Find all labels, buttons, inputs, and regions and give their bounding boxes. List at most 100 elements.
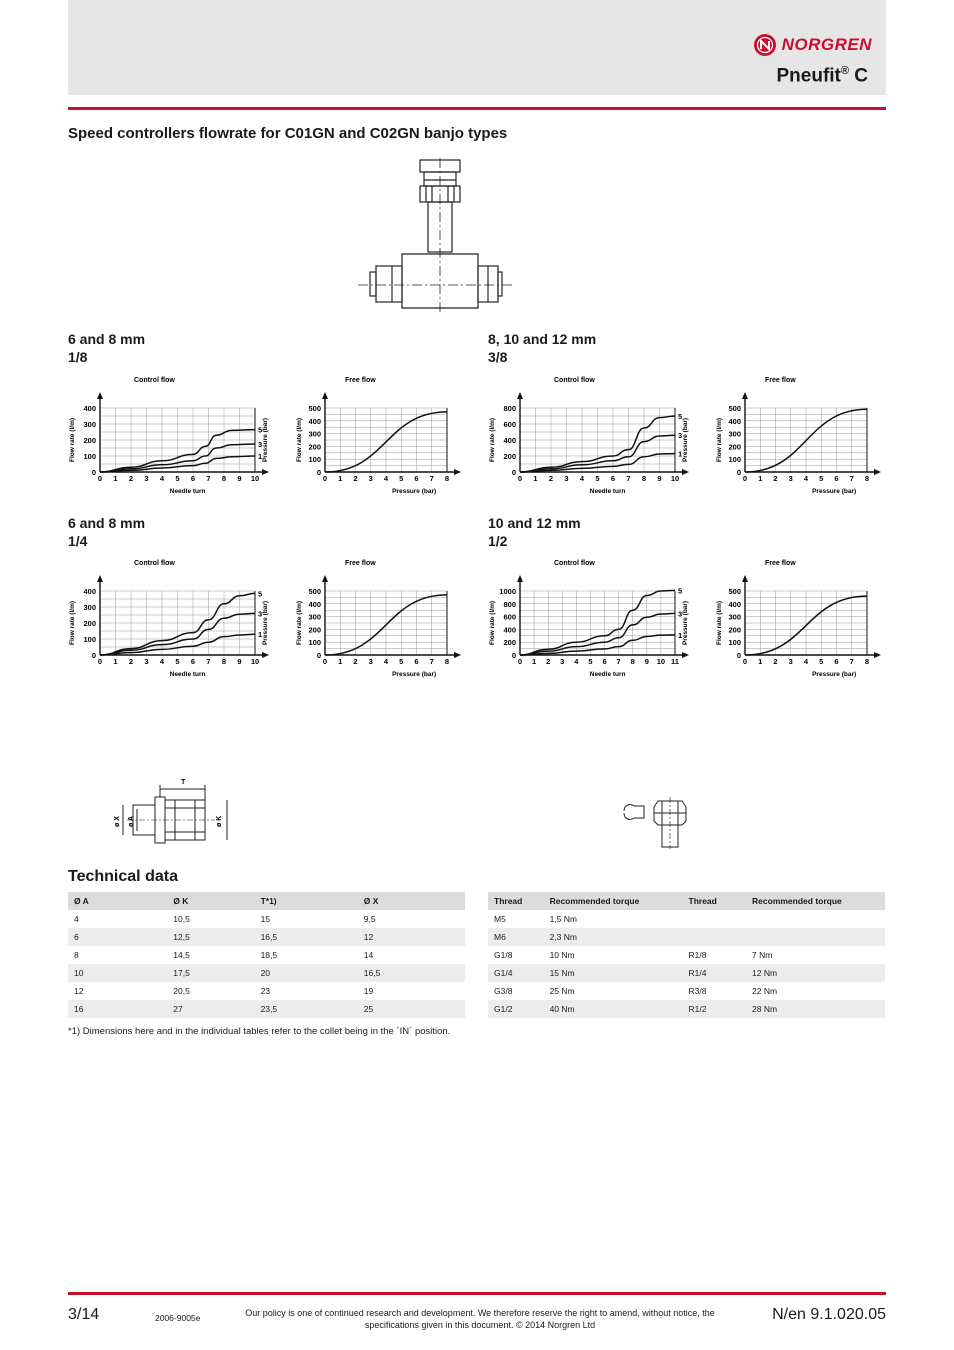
y-tick-label: 400 [308,600,321,609]
y-tick-label: 100 [728,455,741,464]
col-header-torque-g: Recommended torque [543,892,683,910]
table-cell: 12 Nm [746,964,885,982]
x-tick-label: 0 [98,657,102,666]
series-pressure-label: 5 [258,426,262,435]
y-tick-label: 400 [83,404,96,413]
table-cell: 40 Nm [543,1000,683,1018]
table-cell: 15 Nm [543,964,683,982]
table-cell: 23,5 [254,1000,358,1018]
chart-title: Control flow [554,560,595,567]
y-tick-label: 200 [503,452,516,461]
x-tick-label: 7 [430,474,434,483]
series-pressure-label: 3 [678,431,682,440]
table-cell: 14 [363,950,374,960]
y-tick-label: 100 [308,638,321,647]
x-tick-label: 3 [144,657,148,666]
x-tick-label: 1 [113,474,117,483]
x-tick-label: 6 [602,657,606,666]
table-cell: G1/8 [494,950,513,960]
x-axis-arrow [682,469,689,475]
table-cell [746,928,885,946]
series-line [324,411,448,473]
x-tick-label: 10 [251,474,259,483]
table-cell: M5 [494,914,506,924]
series-line [519,415,676,473]
x-tick-label: 1 [758,657,762,666]
pressure-axis-label: Pressure (bar) [682,601,689,645]
series-pressure-label: 3 [678,609,682,618]
y-tick-label: 300 [728,430,741,439]
table-cell: 4 [74,914,79,924]
table-cell: 16,5 [254,928,358,946]
y-axis-label: Flow rate (l/m) [69,418,76,462]
x-tick-label: 2 [773,474,777,483]
table-cell: 25 [357,1000,465,1018]
x-tick-label: 2 [129,657,133,666]
table-cell: R1/2 [682,1000,747,1018]
x-tick-label: 5 [819,657,823,666]
x-tick-label: 1 [533,474,537,483]
x-tick-label: 3 [144,474,148,483]
x-tick-label: 6 [834,657,838,666]
x-axis-label: Pressure (bar) [812,488,856,495]
table-cell: G3/8 [494,986,513,996]
y-tick-label: 800 [503,600,516,609]
x-tick-label: 6 [191,657,195,666]
x-tick-label: 4 [574,657,579,666]
x-tick-label: 6 [191,474,195,483]
y-tick-label: 0 [737,651,741,660]
series-pressure-label: 5 [678,586,682,595]
y-tick-label: 200 [728,625,741,634]
x-tick-label: 4 [160,657,165,666]
banjo-controller-drawing [358,158,514,313]
x-tick-label: 5 [175,657,179,666]
series-pressure-label: 5 [258,589,262,598]
section-title: Speed controllers flowrate for C01GN and… [68,125,508,142]
x-tick-label: 10 [657,657,665,666]
series-line [744,408,868,473]
x-axis-label: Needle turn [590,488,626,495]
series-line [519,634,676,656]
x-tick-label: 2 [549,474,553,483]
x-tick-label: 5 [399,657,403,666]
table-cell: 10 Nm [549,950,575,960]
x-tick-label: 7 [617,657,621,666]
table-cell: 25 Nm [549,986,575,996]
x-axis-label: Pressure (bar) [392,488,436,495]
y-tick-label: 200 [83,436,96,445]
torque-fitting-drawing [623,797,687,849]
x-tick-label: 3 [564,474,568,483]
x-tick-label: 0 [98,474,102,483]
chart-title: Control flow [134,560,175,567]
x-tick-label: 3 [369,474,373,483]
table-cell: 16,5 [357,964,465,982]
table-cell: R1/4 [682,964,747,982]
chart-title: Free flow [765,560,796,567]
document-code: 2006-9005e [155,1313,201,1323]
y-tick-label: 200 [83,619,96,628]
x-axis-label: Needle turn [590,671,626,678]
y-tick-label: 500 [728,404,741,413]
y-tick-label: 100 [728,638,741,647]
norgren-globe-icon [753,34,776,56]
x-tick-label: 8 [445,657,449,666]
y-tick-label: 0 [317,651,321,660]
y-tick-label: 100 [308,455,321,464]
x-tick-label: 10 [671,474,679,483]
x-tick-label: 7 [850,657,854,666]
x-tick-label: 5 [399,474,403,483]
y-tick-label: 300 [308,613,321,622]
x-tick-label: 7 [206,657,210,666]
series-line [99,455,256,473]
dimension-footnote: *1) Dimensions here and in the individua… [68,1026,451,1037]
col-header-k: Ø K [167,892,255,910]
chart-title: Free flow [345,560,376,567]
y-tick-label: 100 [83,635,96,644]
x-tick-label: 7 [850,474,854,483]
